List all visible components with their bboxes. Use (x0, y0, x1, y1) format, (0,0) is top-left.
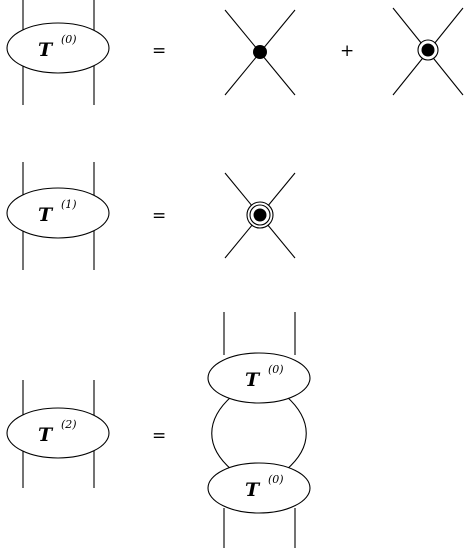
bubble-bottom-blob: T (0) (207, 462, 311, 514)
t-ellipse (207, 352, 311, 404)
tmatrix-blob-1: T (1) (6, 162, 110, 270)
vertex-dot (253, 208, 267, 222)
t-letter: T (38, 39, 54, 61)
t-letter: T (38, 204, 54, 226)
t-letter: T (38, 424, 54, 446)
t-letter: T (245, 479, 261, 501)
t-order-superscript: (1) (61, 198, 77, 211)
equals-sign: = (152, 426, 166, 446)
plus-sign: + (340, 41, 354, 61)
loop-propagator-right (285, 395, 307, 471)
t-ellipse (6, 187, 110, 239)
contact-vertex-double-circled (224, 172, 296, 259)
t-order-superscript: (0) (268, 473, 284, 486)
tmatrix-blob-2: T (2) (6, 380, 110, 488)
t-order-superscript: (2) (61, 418, 77, 431)
contact-vertex (224, 9, 296, 96)
tmatrix-blob-0: T (0) (6, 0, 110, 105)
loop-propagator-left (211, 395, 233, 471)
equals-sign: = (152, 206, 166, 226)
t-order-superscript: (0) (268, 363, 284, 376)
contact-vertex-circled (392, 7, 464, 96)
t-ellipse (6, 407, 110, 459)
t-letter: T (245, 369, 261, 391)
row-1: T (0) = + (6, 0, 464, 105)
row-2: T (1) = (6, 162, 296, 270)
vertex-dot (421, 43, 435, 57)
t-ellipse (6, 22, 110, 74)
t-order-superscript: (0) (61, 33, 77, 46)
vertex-dot (253, 45, 267, 59)
t-ellipse (207, 462, 311, 514)
bubble-top-blob: T (0) (207, 352, 311, 404)
row-3: T (2) = T (0) T (0) (6, 312, 311, 548)
equals-sign: = (152, 41, 166, 61)
bubble-loop: T (0) T (0) (207, 312, 311, 548)
